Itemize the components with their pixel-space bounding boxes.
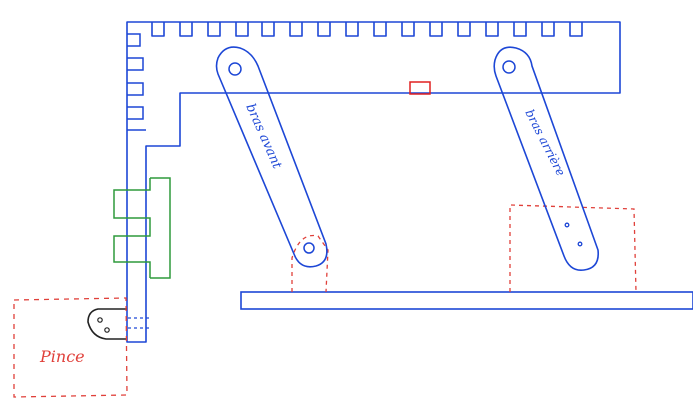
front-arm-top-pivot xyxy=(228,62,242,76)
front-arm-dashed-zone xyxy=(291,234,329,293)
front-arm-outline xyxy=(215,46,328,268)
rear-arm-dashed-zone xyxy=(509,204,637,293)
top-frame xyxy=(126,21,621,343)
gripper-dashed-zone xyxy=(13,297,128,398)
rear-arm-lower-hole xyxy=(564,222,570,228)
rear-arm-label: bras arrière xyxy=(522,107,568,178)
front-arm: bras avant xyxy=(215,46,328,268)
front-arm-bottom-pivot xyxy=(303,242,315,254)
front-arm-label: bras avant xyxy=(242,102,284,172)
green-bracket xyxy=(113,177,171,279)
red-marker xyxy=(409,81,431,95)
gripper-outline xyxy=(87,308,127,340)
rear-arm: bras arrière xyxy=(493,46,600,272)
rear-arm-top-pivot xyxy=(502,60,516,74)
gripper-hole-2 xyxy=(104,327,110,333)
gripper-part xyxy=(87,308,127,340)
gripper-hole-1 xyxy=(97,317,103,323)
gripper-label: Pince xyxy=(39,347,85,366)
base-rail xyxy=(240,291,693,310)
left-column-teeth xyxy=(127,33,146,131)
column-bottom-detail xyxy=(128,317,150,329)
rear-arm-outline xyxy=(493,46,600,272)
rear-arm-bottom-hole xyxy=(577,241,583,247)
